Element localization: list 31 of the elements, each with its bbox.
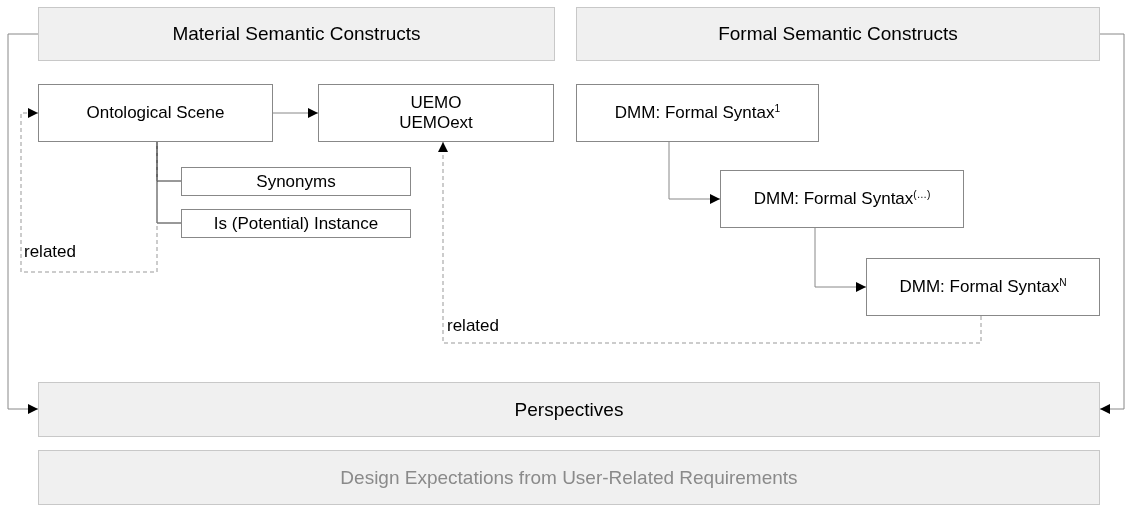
node-text: DMM: Formal Syntax$^{N}$ (899, 277, 1067, 297)
node-text: DMM: Formal Syntax$^{(…)}$ (753, 189, 931, 209)
node-text: Design Expectations from User-Related Requirements (340, 466, 798, 489)
header-band (576, 7, 1100, 61)
header-band (38, 450, 1100, 505)
arrow (668, 141, 721, 204)
dashed-arrow (438, 141, 982, 344)
node-text: Formal Semantic Constructs (718, 23, 958, 45)
process-box (866, 258, 1100, 316)
node-text: Ontological Scene (86, 103, 225, 123)
process-box (38, 84, 273, 142)
header-band (38, 382, 1100, 437)
node-text: UEMO (410, 93, 462, 113)
process-box (318, 84, 554, 142)
node-text: Synonyms (256, 171, 336, 192)
arrow (814, 227, 867, 292)
process-box (181, 167, 411, 196)
node-text: Is (Potential) Instance (213, 213, 379, 234)
connector-line (156, 141, 182, 224)
node-text: Perspectives (514, 398, 624, 421)
arrow (7, 33, 39, 414)
node-text: DMM: Formal Syntax$^{1}$ (614, 103, 781, 123)
process-box (576, 84, 819, 142)
process-box (720, 170, 964, 228)
dashed-arrow (20, 108, 158, 273)
process-box (181, 209, 411, 238)
node-text: UEMOext (399, 113, 473, 133)
arrow (1099, 33, 1125, 414)
header-band (38, 7, 555, 61)
node-text: Material Semantic Constructs (172, 23, 421, 45)
arrow (272, 108, 319, 118)
